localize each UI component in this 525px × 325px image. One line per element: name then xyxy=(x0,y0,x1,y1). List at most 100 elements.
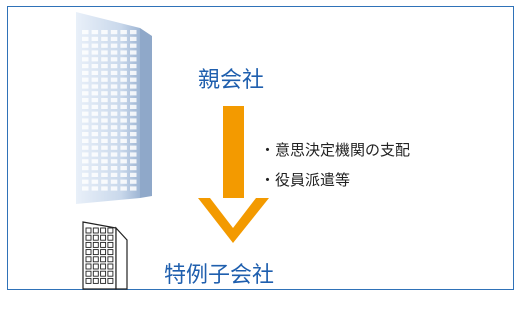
tower-window xyxy=(120,132,127,137)
tower-window xyxy=(110,98,118,103)
tower-window xyxy=(91,159,99,164)
control-arrow xyxy=(198,106,269,243)
tower-window xyxy=(91,145,99,150)
tower-window xyxy=(130,172,137,177)
building-window xyxy=(85,249,92,256)
tower-window xyxy=(120,159,127,164)
tower-window xyxy=(120,118,127,123)
building-window xyxy=(92,256,99,263)
tower-window xyxy=(82,125,89,130)
tower-window xyxy=(110,104,118,109)
tower-window xyxy=(82,132,89,137)
tower-window xyxy=(110,186,118,191)
tower-window xyxy=(91,166,99,171)
tower-window xyxy=(120,172,127,177)
tower-window xyxy=(130,57,137,62)
tower-window xyxy=(101,172,108,177)
tower-window xyxy=(120,98,127,103)
tower-window xyxy=(130,125,137,130)
building-window xyxy=(107,263,114,270)
tower-window xyxy=(110,111,118,116)
tower-window xyxy=(91,98,99,103)
building-window xyxy=(92,227,99,234)
building-window xyxy=(107,270,114,277)
tower-window xyxy=(82,57,89,62)
tower-window xyxy=(130,98,137,103)
tower-window xyxy=(91,77,99,82)
tower-window xyxy=(82,77,89,82)
tower-window xyxy=(130,186,137,191)
tower-window xyxy=(130,77,137,82)
tower-window xyxy=(120,186,127,191)
tower-window xyxy=(82,145,89,150)
tower-window xyxy=(91,50,99,55)
tower-window xyxy=(82,172,89,177)
building-window xyxy=(107,241,114,248)
tower-window xyxy=(110,43,118,48)
tower-window xyxy=(82,111,89,116)
building-window xyxy=(92,270,99,277)
tower-window xyxy=(101,179,108,184)
tower-window xyxy=(130,50,137,55)
tower-window xyxy=(101,36,108,41)
building-window xyxy=(85,241,92,248)
tower-window xyxy=(82,30,89,35)
building-window xyxy=(92,241,99,248)
tower-window xyxy=(130,179,137,184)
tower-window xyxy=(110,179,118,184)
note-officer-dispatch: ・役員派遣等 xyxy=(260,171,351,189)
building-window xyxy=(92,277,99,284)
tower-window xyxy=(110,30,118,35)
tower-window xyxy=(120,104,127,109)
tower-window xyxy=(82,118,89,123)
tower-window xyxy=(91,186,99,191)
tower-window xyxy=(82,104,89,109)
tower-window xyxy=(130,104,137,109)
tower-window xyxy=(130,145,137,150)
tower-window xyxy=(91,152,99,157)
tower-window xyxy=(91,30,99,35)
tower-window xyxy=(110,57,118,62)
tower-window xyxy=(82,186,89,191)
tower-window xyxy=(110,36,118,41)
tower-window xyxy=(101,132,108,137)
tower-window xyxy=(120,70,127,75)
tower-window xyxy=(120,179,127,184)
tower-window xyxy=(101,98,108,103)
tower-window xyxy=(130,166,137,171)
building-window xyxy=(100,234,107,241)
tower-window xyxy=(101,111,108,116)
tower-window xyxy=(82,166,89,171)
building-window xyxy=(107,277,114,284)
tower-window xyxy=(101,138,108,143)
tower-window xyxy=(101,145,108,150)
tower-window xyxy=(120,84,127,89)
small-office-building-icon xyxy=(82,221,128,290)
child-company-label: 特例子会社 xyxy=(164,263,275,288)
tower-window xyxy=(101,91,108,96)
tower-window xyxy=(101,30,108,35)
tower-window xyxy=(120,152,127,157)
tower-window xyxy=(130,36,137,41)
tower-window xyxy=(82,70,89,75)
tower-window xyxy=(110,172,118,177)
tower-window xyxy=(91,36,99,41)
tower-window xyxy=(91,132,99,137)
tower-window xyxy=(120,36,127,41)
building-window xyxy=(85,270,92,277)
tower-window xyxy=(91,104,99,109)
tower-window xyxy=(82,43,89,48)
tower-window xyxy=(101,84,108,89)
tower-window xyxy=(82,50,89,55)
tower-window xyxy=(101,159,108,164)
tower-window xyxy=(91,70,99,75)
building-window xyxy=(85,227,92,234)
tower-window xyxy=(101,77,108,82)
tower-window xyxy=(91,118,99,123)
building-window xyxy=(100,270,107,277)
building-window xyxy=(107,227,114,234)
building-window xyxy=(100,249,107,256)
building-window xyxy=(100,256,107,263)
building-window xyxy=(85,277,92,284)
tower-window xyxy=(82,98,89,103)
